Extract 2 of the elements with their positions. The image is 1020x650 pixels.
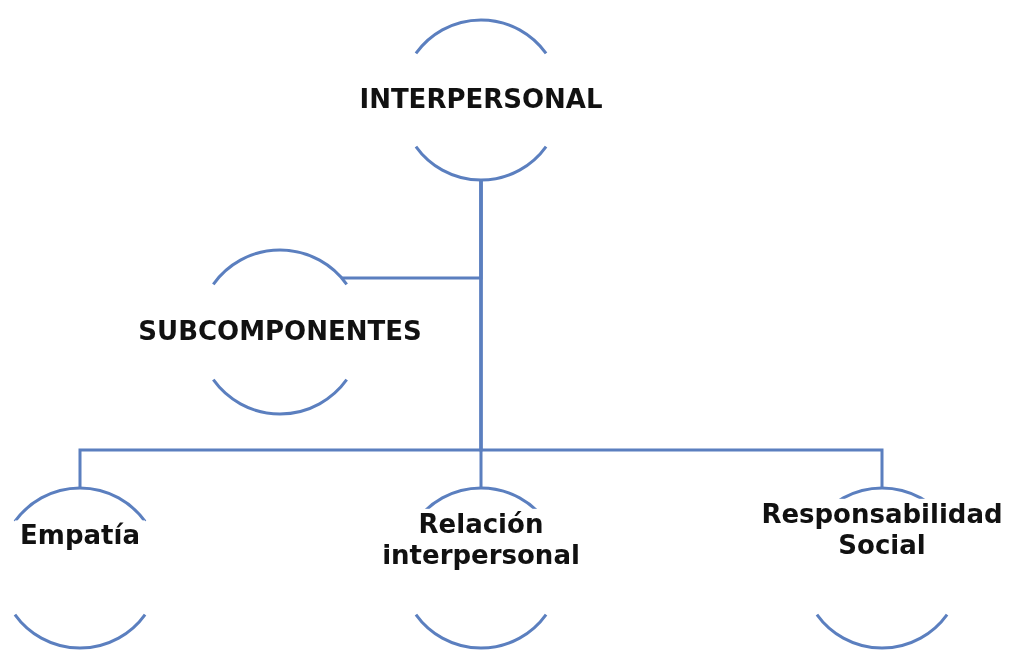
node-label: Empatía: [15, 520, 145, 552]
connector-line: [479, 180, 884, 488]
